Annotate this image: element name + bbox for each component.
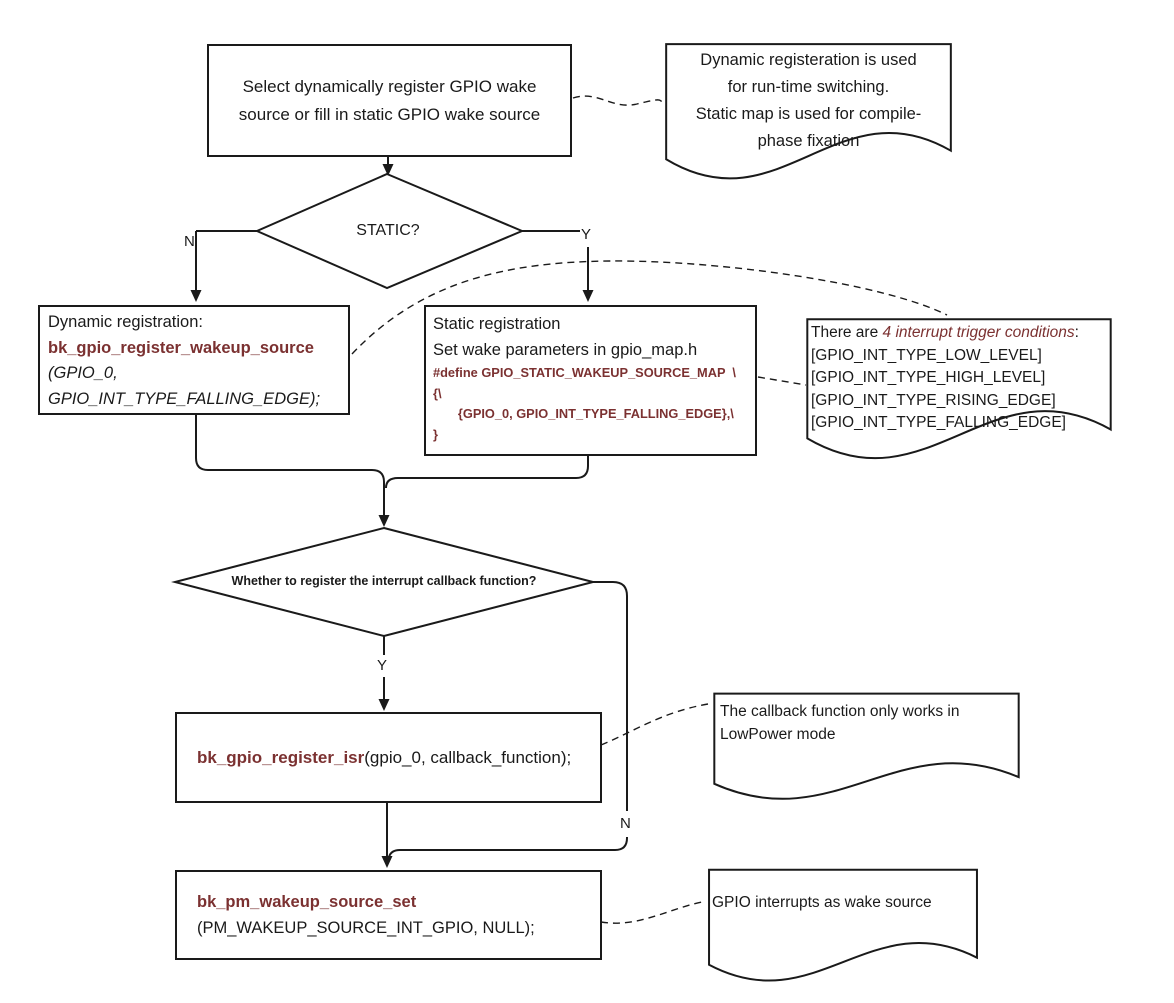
callback-yes-label: Y (377, 657, 388, 674)
pm-wakeup-source-box: bk_pm_wakeup_source_set (PM_WAKEUP_SOURC… (175, 870, 602, 960)
arrowheads (190, 164, 594, 868)
dynamic-box-func: bk_gpio_register_wakeup_source (48, 338, 314, 357)
pm-box-args: (PM_WAKEUP_SOURCE_INT_GPIO, NULL); (197, 919, 535, 937)
dash-pm-to-wake-note (600, 901, 703, 924)
dash-select-to-note (572, 95, 665, 106)
static-yes-label: Y (581, 226, 592, 243)
trigger-note-item: [GPIO_INT_TYPE_FALLING_EDGE] (811, 414, 1066, 431)
arrowhead (381, 856, 393, 868)
dash-staticbox-to-trigger-note (757, 376, 807, 386)
callback-note: The callback function only works in LowP… (712, 692, 1021, 804)
note-line: GPIO interrupts as wake source (712, 894, 932, 911)
select-box-line: source or fill in static GPIO wake sourc… (238, 104, 541, 124)
trigger-conditions-note: There are 4 interrupt trigger conditions… (805, 317, 1113, 465)
static-box-code: {GPIO_0, GPIO_INT_TYPE_FALLING_EDGE},\ (433, 406, 734, 421)
static-decision-diamond (254, 172, 525, 290)
note-line: Static map is used for compile- (695, 105, 922, 123)
select-wake-source-box: Select dynamically register GPIO wake so… (207, 44, 572, 157)
document-shape (805, 317, 1113, 465)
edge-static-no (195, 230, 257, 291)
arrowhead (582, 290, 594, 302)
dynamic-box-arg: GPIO_INT_TYPE_FALLING_EDGE); (48, 389, 321, 408)
callback-no-label: N (620, 815, 631, 832)
solid-connectors (195, 157, 628, 858)
note-line: The callback function only works in (720, 703, 960, 720)
document-shape (707, 868, 979, 986)
dash-isr-to-callback-note (600, 703, 709, 746)
edge-dynamic-to-merge (195, 415, 385, 516)
register-isr-box: bk_gpio_register_isr(gpio_0, callback_fu… (175, 712, 602, 803)
trigger-note-title: There are 4 interrupt trigger conditions… (811, 324, 1079, 341)
trigger-note-item: [GPIO_INT_TYPE_HIGH_LEVEL] (811, 369, 1046, 386)
static-box-code: } (433, 426, 438, 442)
static-registration-box: Static registration Set wake parameters … (424, 305, 757, 456)
dashed-connectors (351, 95, 948, 924)
wake-source-note: GPIO interrupts as wake source (707, 868, 979, 986)
trigger-note-item: [GPIO_INT_TYPE_LOW_LEVEL] (811, 346, 1042, 364)
static-box-code: {\ (433, 385, 442, 401)
edge-static-yes (522, 230, 589, 291)
static-box-line: Set wake parameters in gpio_map.h (433, 341, 698, 359)
dynamic-box-arg: (GPIO_0, (48, 364, 118, 382)
arrowhead (190, 290, 202, 302)
static-box-code: #define GPIO_STATIC_WAKEUP_SOURCE_MAP \ (433, 365, 736, 380)
note-line: Dynamic registeration is used (700, 51, 917, 69)
dynamic-static-note: Dynamic registeration is used for run-ti… (664, 42, 953, 185)
dash-dynamic-to-trigger-note (351, 260, 948, 355)
document-shape (664, 42, 953, 185)
dynamic-registration-box: Dynamic registration: bk_gpio_register_w… (38, 305, 350, 415)
document-shape (712, 692, 1021, 804)
note-line: phase fixation (757, 132, 860, 150)
select-box-line: Select dynamically register GPIO wake (242, 76, 537, 96)
trigger-note-item: [GPIO_INT_TYPE_RISING_EDGE] (811, 391, 1056, 409)
note-line: LowPower mode (720, 726, 836, 743)
arrowhead (382, 164, 394, 176)
static-no-label: N (184, 233, 195, 250)
dynamic-box-title: Dynamic registration: (48, 313, 203, 331)
trigger-note-highlight: 4 interrupt trigger conditions (882, 324, 1075, 341)
arrowhead (378, 699, 390, 711)
note-line: for run-time switching. (727, 78, 890, 96)
decision-shapes (171, 172, 597, 638)
arrowhead (378, 515, 390, 527)
edge-callback-no (388, 581, 628, 858)
isr-box-args: (gpio_0, callback_function); (364, 747, 572, 767)
pm-box-func: bk_pm_wakeup_source_set (197, 893, 417, 911)
callback-decision-diamond (171, 526, 597, 638)
edge-staticbox-to-merge (385, 456, 589, 489)
static-decision-label: STATIC? (356, 222, 420, 239)
static-box-line: Static registration (433, 315, 561, 333)
callback-decision-label: Whether to register the interrupt callba… (231, 574, 537, 588)
isr-box-func: bk_gpio_register_isr (197, 747, 365, 767)
